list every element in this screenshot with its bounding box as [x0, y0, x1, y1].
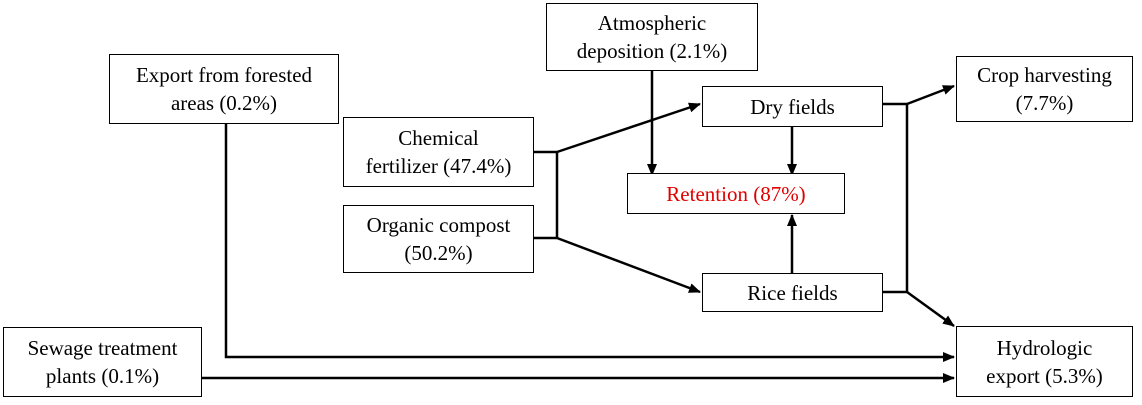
forested-export-line2: areas (0.2%) [170, 91, 278, 115]
forested-export-box: Export from forested areas (0.2%) [109, 54, 339, 124]
atmospheric-deposition-line1: Atmospheric [597, 11, 707, 35]
sewage-treatment-box: Sewage treatment plants (0.1%) [3, 327, 202, 397]
hydrologic-export-line2: export (5.3%) [986, 363, 1103, 388]
chemical-fertilizer-line2: fertilizer (47.4%) [365, 154, 512, 178]
sewage-treatment-line1: Sewage treatment [27, 336, 178, 360]
hydrologic-export-box: Hydrologic export (5.3%) [956, 326, 1133, 397]
crop-harvesting-line1: Crop harvesting [977, 63, 1112, 87]
chemical-fertilizer-line1: Chemical [398, 126, 479, 150]
crop-harvesting-box: Crop harvesting (7.7%) [956, 56, 1133, 122]
dry-fields-label: Dry fields [750, 94, 835, 119]
crop-harvesting-line2: (7.7%) [1015, 91, 1074, 115]
sewage-treatment-line2: plants (0.1%) [45, 364, 160, 388]
retention-label: Retention (87%) [666, 181, 806, 206]
organic-compost-line1: Organic compost [366, 213, 511, 237]
atmospheric-deposition-box: Atmospheric deposition (2.1%) [546, 3, 758, 71]
arrow-forested-to-hydrologic [224, 124, 955, 362]
dry-fields-box: Dry fields [702, 86, 883, 127]
rice-fields-box: Rice fields [702, 273, 883, 312]
rice-fields-label: Rice fields [747, 280, 838, 305]
arrow-to-crop-harvesting [906, 84, 955, 106]
arrow-to-hydrologic-export [906, 290, 955, 328]
arrow-to-rice-fields [556, 236, 701, 294]
forested-export-line1: Export from forested [135, 63, 313, 87]
atmospheric-deposition-line2: deposition (2.1%) [576, 39, 728, 63]
organic-compost-box: Organic compost (50.2%) [343, 205, 534, 273]
retention-box: Retention (87%) [627, 173, 845, 214]
arrow-to-dry-fields [556, 102, 701, 154]
hydrologic-export-line1: Hydrologic [996, 335, 1093, 360]
organic-compost-line2: (50.2%) [404, 241, 473, 265]
chemical-fertilizer-box: Chemical fertilizer (47.4%) [343, 117, 534, 187]
